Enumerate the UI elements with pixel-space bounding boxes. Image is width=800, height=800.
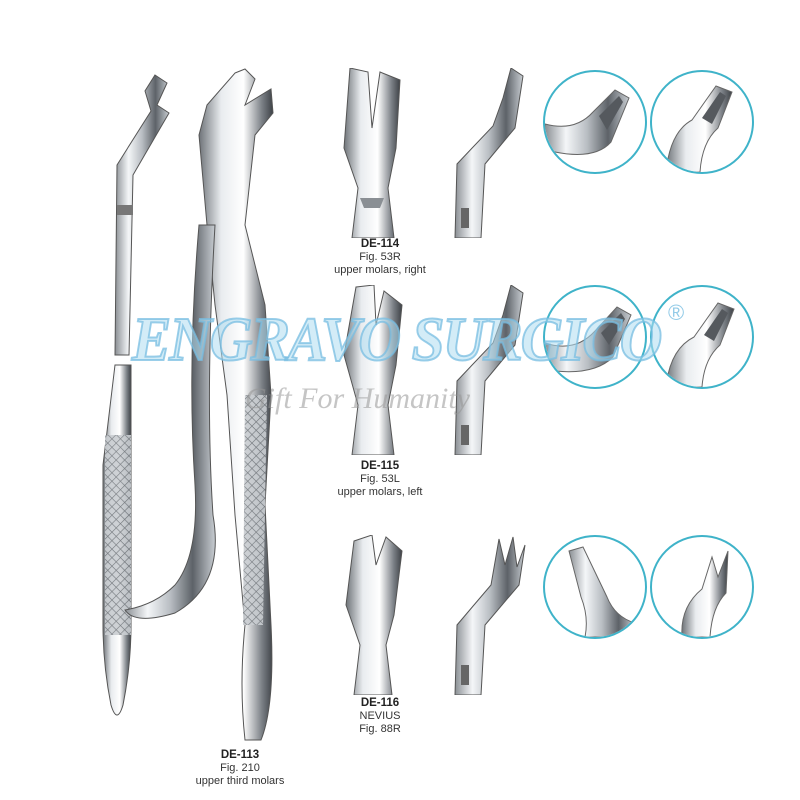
beak-detail-circle-4	[650, 285, 754, 389]
product-label-de-113: DE-113 Fig. 210 upper third molars	[175, 749, 305, 788]
beak-closeup-icon	[681, 550, 729, 637]
product-label-de-114: DE-114 Fig. 53R upper molars, right	[315, 238, 445, 277]
product-code: DE-114	[360, 238, 400, 250]
product-code: DE-113	[220, 749, 260, 761]
product-fig: Fig. 210	[220, 762, 260, 774]
beak-detail-circle-2	[650, 70, 754, 174]
beak-detail-circle-5	[543, 535, 647, 639]
forceps-de-115-beak-front	[330, 285, 420, 455]
product-description: upper molars, right	[334, 264, 426, 276]
forceps-beak-icon	[345, 535, 403, 695]
product-fig: NEVIUS	[359, 710, 401, 722]
product-description: upper third molars	[195, 775, 285, 787]
beak-detail-circle-1	[543, 70, 647, 174]
product-label-de-116: DE-116 NEVIUS Fig. 88R	[330, 697, 430, 736]
forceps-de-116-side	[445, 535, 535, 695]
forceps-beak-icon	[343, 285, 403, 455]
forceps-side-icon	[454, 285, 524, 455]
registered-mark: ®	[668, 300, 685, 325]
forceps-side-icon	[454, 68, 524, 238]
product-code: DE-116	[360, 697, 400, 709]
beak-closeup-icon	[665, 302, 735, 387]
beak-detail-circle-3	[543, 285, 647, 389]
watermark-brand: ENGRAVO SURGICO	[131, 305, 663, 375]
forceps-de-114-beak-front	[330, 68, 420, 238]
product-fig: Fig. 53R	[359, 251, 401, 263]
product-fig: Fig. 53L	[360, 473, 400, 485]
forceps-beak-icon	[343, 68, 401, 238]
forceps-de-114-side	[445, 68, 535, 238]
product-label-de-115: DE-115 Fig. 53L upper molars, left	[315, 460, 445, 499]
beak-closeup-icon	[665, 85, 733, 172]
forceps-de-115-side	[445, 285, 535, 455]
forceps-de-116-beak-front	[330, 535, 420, 695]
beak-detail-circle-6	[650, 535, 754, 639]
beak-closeup-icon	[568, 546, 636, 637]
watermark-tagline: Gift For Humanity	[245, 382, 470, 415]
dental-forceps-icon	[102, 68, 274, 741]
forceps-side-icon	[454, 536, 526, 695]
forceps-de-113-image	[95, 65, 325, 745]
beak-closeup-icon	[545, 89, 630, 155]
product-description: upper molars, left	[337, 486, 423, 498]
product-description: Fig. 88R	[359, 723, 401, 735]
beak-closeup-icon	[545, 306, 632, 373]
product-code: DE-115	[360, 460, 400, 472]
